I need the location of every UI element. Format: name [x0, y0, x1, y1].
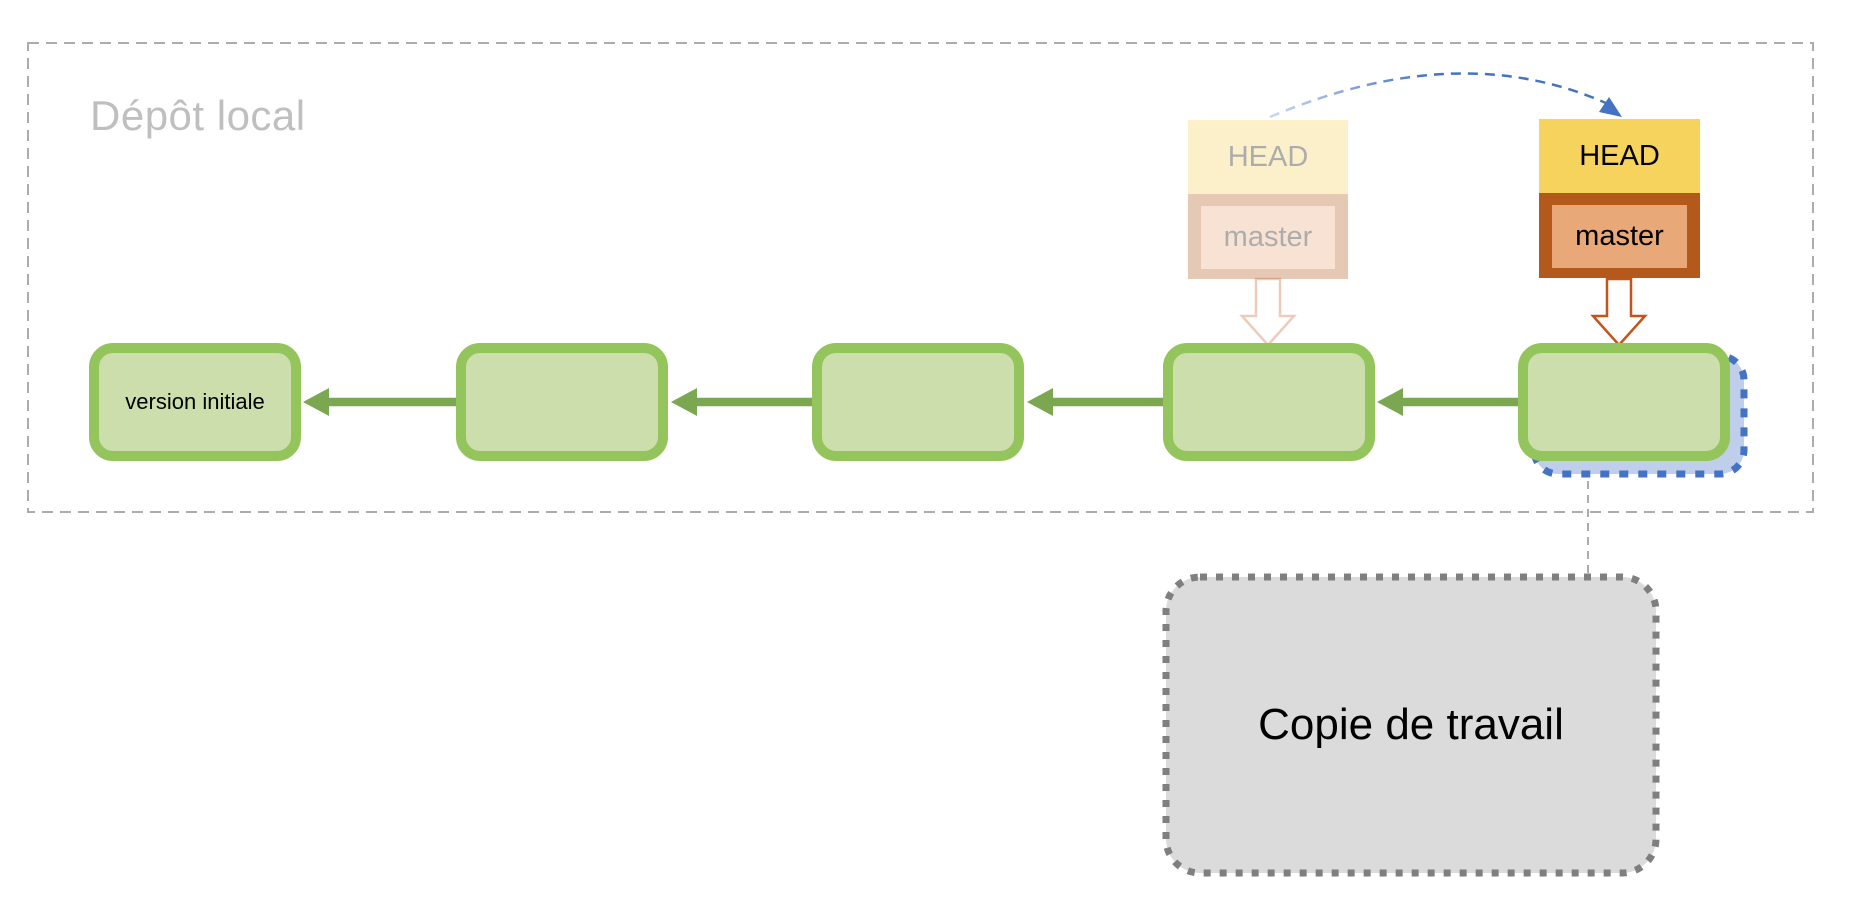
branch-inner-current: master — [1552, 205, 1687, 268]
branch-box-current: master — [1539, 193, 1700, 278]
current-pointer-arrow — [1590, 277, 1648, 347]
head-label: HEAD — [1579, 139, 1660, 172]
branch-inner-previous: master — [1201, 206, 1335, 269]
head-move-arc-arrowhead — [1599, 97, 1622, 117]
head-label: HEAD — [1227, 140, 1309, 173]
commit-node-3 — [812, 343, 1024, 461]
commit-parent-arrows — [303, 388, 1522, 416]
branch-label: master — [1575, 220, 1664, 252]
repo-title: Dépôt local — [90, 92, 306, 139]
commit-node-4 — [1163, 343, 1375, 461]
commit-arrow — [671, 388, 816, 416]
pointer-stack-current: HEAD master — [1539, 119, 1700, 278]
commit-node-head — [1518, 343, 1730, 461]
local-repo-dashed-border — [27, 42, 1814, 513]
working-copy-title: Copie de travail — [1258, 700, 1564, 749]
commit-label: version initiale — [125, 388, 265, 414]
commit-node-2 — [456, 343, 668, 461]
commit-arrow — [303, 388, 460, 416]
previous-pointer-arrow — [1239, 277, 1297, 347]
branch-label: master — [1223, 221, 1313, 253]
branch-box-previous: master — [1188, 194, 1348, 279]
commit-arrow — [1027, 388, 1167, 416]
working-copy-box — [1162, 573, 1660, 877]
commit-arrow — [1377, 388, 1522, 416]
commit-node-initial: version initiale — [89, 343, 301, 461]
head-box-current: HEAD — [1539, 119, 1700, 193]
pointer-stack-previous: HEAD master — [1188, 120, 1348, 279]
head-box-previous: HEAD — [1188, 120, 1348, 194]
head-move-arc — [1269, 72, 1622, 119]
